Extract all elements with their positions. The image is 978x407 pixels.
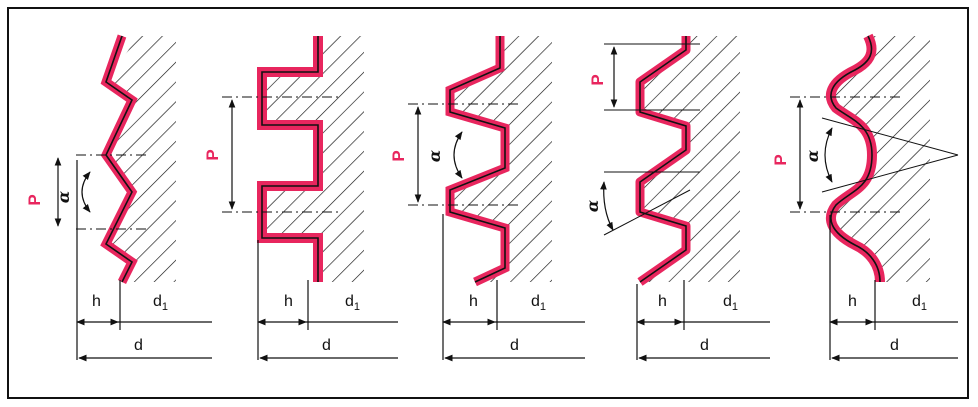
profile-triangular: P α h d1 d [25, 34, 212, 362]
major-diameter-label: d [510, 337, 519, 354]
minor-diameter-label: d1 [153, 293, 168, 313]
pitch-label: P [389, 150, 408, 161]
thread-outline [261, 36, 319, 282]
major-diameter-label: d [890, 337, 899, 354]
depth-label: h [658, 293, 667, 310]
profile-buttress: P α h d1 d [583, 36, 770, 362]
thread-profile [257, 36, 323, 282]
depth-label: h [284, 293, 293, 310]
major-diameter-label: d [322, 337, 331, 354]
minor-diameter-label: d1 [345, 293, 360, 313]
angle-label: α [583, 200, 602, 212]
pitch-label: P [25, 194, 44, 205]
depth-label: h [469, 293, 478, 310]
thread-outline [639, 36, 687, 283]
major-diameter-label: d [134, 337, 143, 354]
angle-label: α [425, 150, 444, 162]
thread-outline [104, 35, 134, 283]
hatched-body [450, 36, 552, 282]
angle-label: α [54, 191, 73, 203]
depth-label: h [848, 293, 857, 310]
pitch-label: P [203, 149, 222, 160]
major-diameter-label: d [700, 337, 709, 354]
depth-label: h [92, 293, 101, 310]
minor-diameter-label: d1 [723, 293, 738, 313]
profile-square: P h d1 d [203, 36, 398, 362]
minor-diameter-label: d1 [912, 293, 927, 313]
pitch-label: P [588, 74, 607, 85]
thread-outline [830, 35, 881, 283]
profile-trapezoidal: P α h d1 d [389, 36, 585, 362]
hatched-body [106, 36, 176, 282]
thread-outline [449, 36, 506, 283]
hatched-body [640, 36, 740, 282]
profile-round: P α h d1 d [771, 33, 959, 362]
pitch-label: P [771, 154, 790, 165]
thread-profile [445, 36, 510, 287]
minor-diameter-label: d1 [531, 293, 546, 313]
angle-label: α [803, 150, 822, 162]
